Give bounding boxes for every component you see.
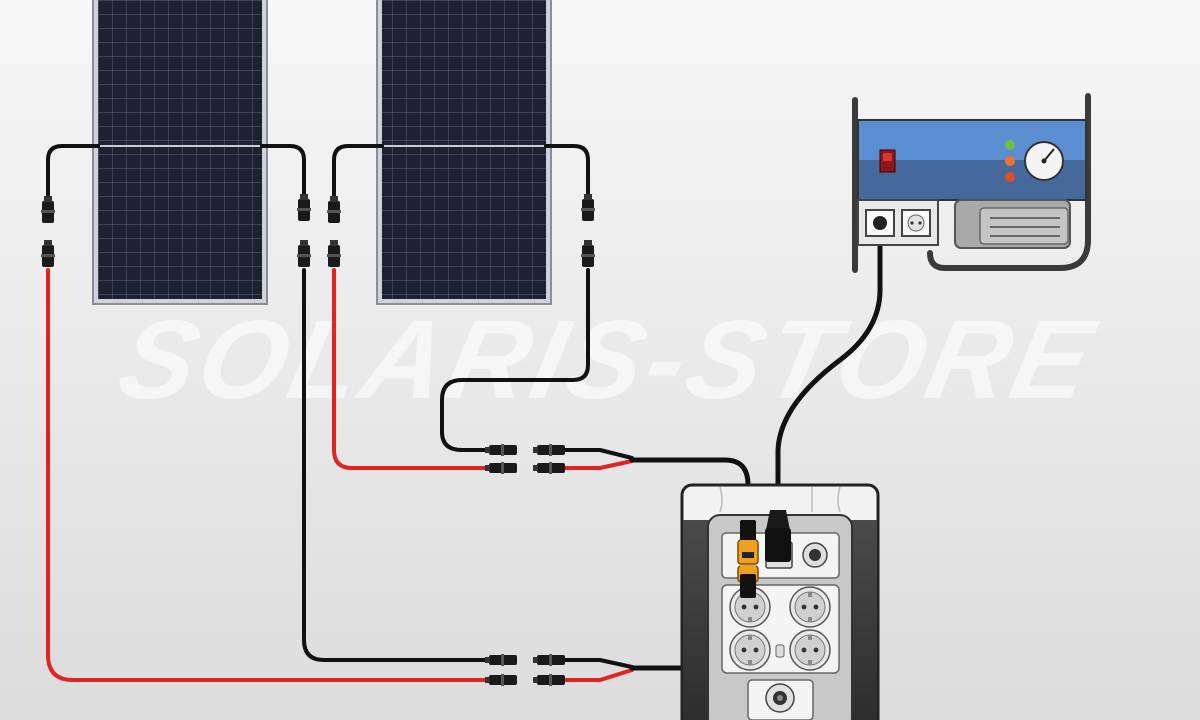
generator-ac-cable [775,222,883,518]
generator [852,93,1091,273]
indicator-light-red [1005,172,1015,182]
xt60-plug-upper [740,520,756,552]
panel1-lead-right [260,144,306,207]
upper-branch-positive [563,459,634,470]
panel1-lead-left [46,144,100,212]
toggle-switch-icon [879,149,896,173]
gauge-icon [1024,141,1064,181]
solar-panel-1 [92,0,268,305]
panel2-lead-right [544,144,590,207]
lower-branch-positive [563,668,634,682]
panel2-negative-cable [440,268,590,452]
solar-panel-2 [376,0,552,305]
generator-ac-plug [765,510,791,562]
panel2-positive-cable [332,268,492,470]
upper-branch-negative [563,448,634,460]
xt60-plug-lower [740,565,756,598]
mc4-branch-connectors [485,444,565,686]
panel1-positive-cable [46,268,492,682]
lower-branch-negative [563,658,634,669]
indicator-light-green [1005,140,1015,150]
panel1-negative-cable [302,268,492,662]
panel2-lead-left [332,144,384,212]
dc-output-socket [765,683,795,713]
watermark: SOLARIS-STORE [109,296,1107,422]
indicator-light-orange [1005,156,1015,166]
